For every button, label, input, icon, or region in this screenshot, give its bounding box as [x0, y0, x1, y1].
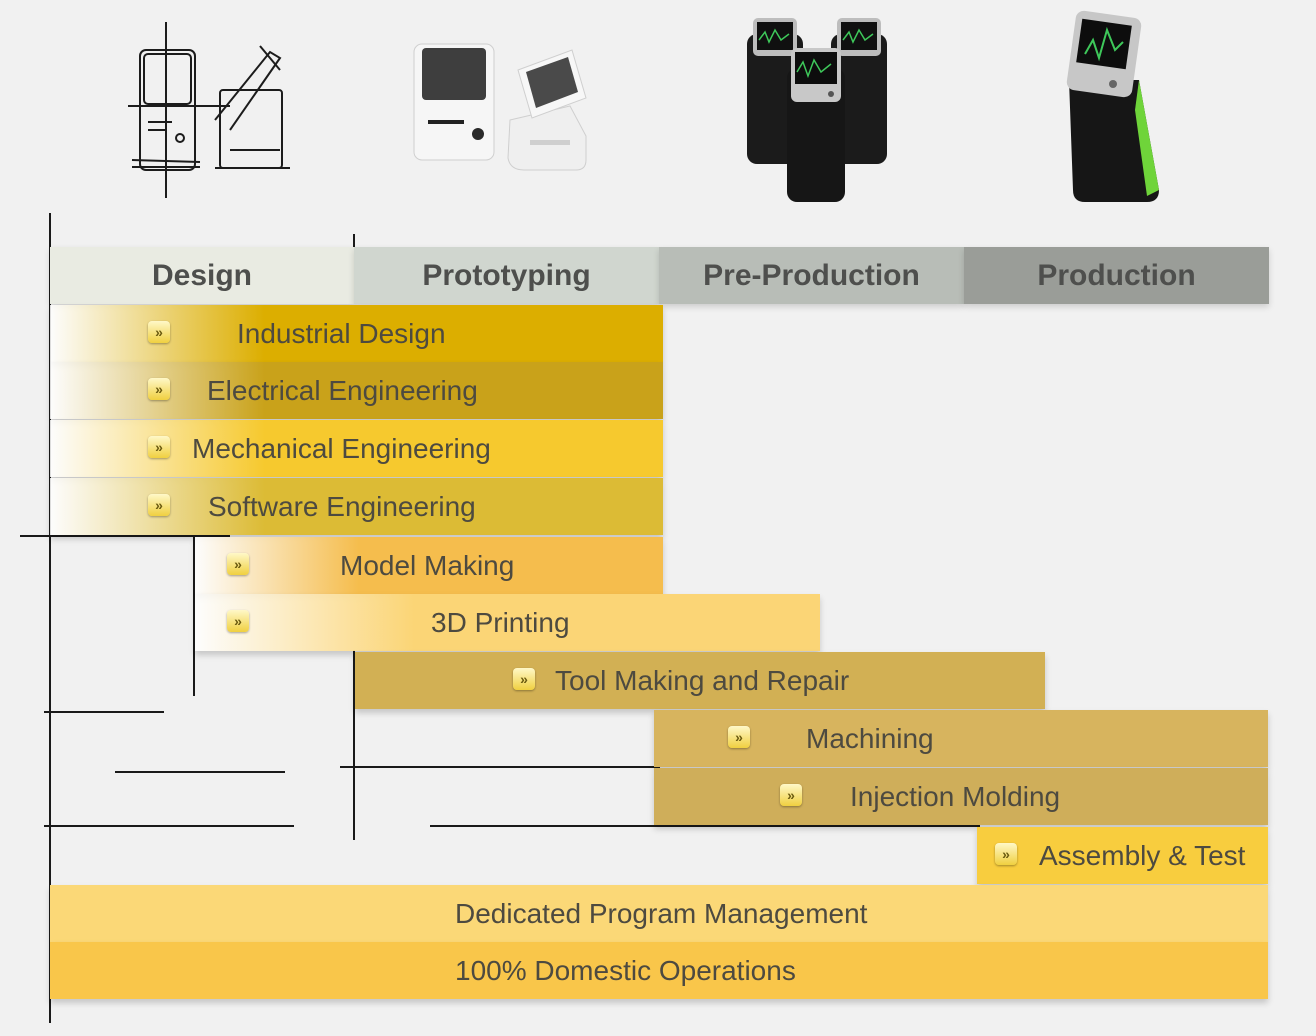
capability-bar-assembly-and-test: » Assembly & Test [977, 827, 1268, 884]
capability-bar-tool-making-and-repair: » Tool Making and Repair [355, 652, 1045, 709]
double-chevron-right-icon: » [148, 321, 170, 343]
guide-line [44, 825, 294, 827]
double-chevron-right-icon: » [995, 843, 1017, 865]
capability-bar-domestic-operations: 100% Domestic Operations [50, 942, 1268, 999]
capability-label: Mechanical Engineering [192, 432, 491, 464]
capability-bar-injection-molding: » Injection Molding [654, 768, 1268, 825]
capability-label: Industrial Design [237, 317, 446, 349]
black-green-device-illustration [1066, 10, 1159, 202]
capability-bar-model-making: » Model Making [195, 537, 663, 594]
capability-label: Electrical Engineering [207, 374, 478, 406]
capability-bar-dedicated-program-management: Dedicated Program Management [50, 885, 1268, 942]
double-chevron-right-icon: » [148, 494, 170, 516]
double-chevron-right-icon: » [148, 436, 170, 458]
capability-label: Dedicated Program Management [455, 897, 868, 929]
double-chevron-right-icon: » [513, 668, 535, 690]
phase-production: Production [964, 247, 1269, 304]
guide-line [49, 213, 51, 1023]
phase-prototyping: Prototyping [354, 247, 659, 304]
black-device-group-illustration [747, 18, 887, 202]
capability-label: Model Making [340, 549, 515, 581]
capability-bar-industrial-design: » Industrial Design [50, 305, 663, 362]
phase-design: Design [50, 247, 354, 304]
guide-line [115, 771, 285, 773]
capability-label: 100% Domestic Operations [455, 954, 796, 986]
guide-line [44, 711, 164, 713]
capability-label: Machining [806, 722, 934, 754]
capability-label: Assembly & Test [1039, 839, 1246, 871]
capability-label: Tool Making and Repair [555, 664, 850, 696]
double-chevron-right-icon: » [148, 378, 170, 400]
guide-line [20, 535, 230, 537]
capability-bar-machining: » Machining [654, 710, 1268, 767]
kiosk-sketch-illustration [128, 22, 290, 198]
capability-bar-software-engineering: » Software Engineering [50, 478, 663, 535]
capability-label: Software Engineering [208, 490, 476, 522]
phase-pre-production: Pre-Production [659, 247, 964, 304]
guide-line [430, 825, 980, 827]
guide-line [353, 650, 355, 840]
capability-bar-3d-printing: » 3D Printing [195, 594, 820, 651]
double-chevron-right-icon: » [227, 610, 249, 632]
double-chevron-right-icon: » [728, 726, 750, 748]
guide-line [340, 766, 660, 768]
capability-label: 3D Printing [431, 606, 570, 638]
guide-line [193, 536, 195, 696]
capability-bar-electrical-engineering: » Electrical Engineering [50, 362, 663, 419]
capability-label: Injection Molding [850, 780, 1061, 812]
white-prototype-devices-illustration [413, 43, 587, 171]
double-chevron-right-icon: » [780, 784, 802, 806]
capability-bar-mechanical-engineering: » Mechanical Engineering [50, 420, 663, 477]
double-chevron-right-icon: » [227, 553, 249, 575]
